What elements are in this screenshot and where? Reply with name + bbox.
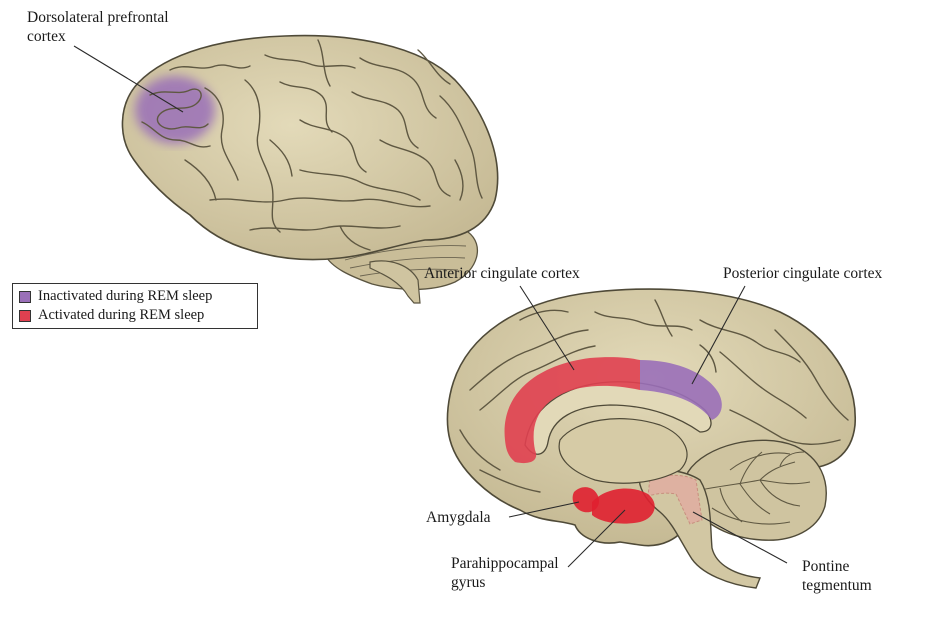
leader-dlpfc (73, 45, 184, 113)
label-dlpfc-line2: cortex (27, 28, 66, 45)
label-amygdala: Amygdala (426, 509, 491, 526)
pcc-region (640, 360, 722, 420)
label-pcc: Posterior cingulate cortex (723, 265, 883, 282)
parahippocampal-region (592, 488, 655, 524)
leader-pontine (692, 511, 788, 564)
legend-swatch-activated (19, 309, 31, 322)
dlpfc-region (135, 76, 215, 144)
arbor-vitae (699, 451, 811, 525)
medial-brainstem (638, 468, 761, 589)
legend: Inactivated during REM sleep Activated d… (12, 283, 258, 329)
legend-label-inactivated: Inactivated during REM sleep (38, 288, 213, 304)
legend-label-activated: Activated during REM sleep (38, 307, 205, 323)
lateral-brain (121, 34, 499, 304)
lateral-cerebrum (121, 34, 499, 261)
leader-parahippo (567, 509, 626, 568)
acc-region (504, 357, 640, 464)
lateral-brainstem (369, 260, 421, 304)
legend-item-inactivated: Inactivated during REM sleep (19, 287, 251, 306)
label-pontine: Pontine (802, 558, 850, 575)
leader-acc (519, 285, 575, 371)
label-acc: Anterior cingulate cortex (424, 265, 580, 282)
leader-pcc (691, 285, 746, 385)
thalamus (558, 418, 688, 484)
leader-amygdala (508, 501, 580, 518)
medial-brain (446, 288, 856, 589)
leader-lines (73, 45, 788, 568)
medial-sulci (459, 299, 849, 493)
label-pontine-line2: tegmentum (802, 577, 872, 594)
legend-item-activated: Activated during REM sleep (19, 306, 251, 325)
lateral-sulci (141, 39, 483, 251)
pontine-region (647, 474, 703, 525)
cerebellum-folia (344, 245, 467, 277)
legend-swatch-inactivated (19, 290, 31, 303)
label-dlpfc: Dorsolateral prefrontal (27, 9, 169, 26)
label-parahippocampal-line2: gyrus (451, 574, 486, 591)
label-parahippocampal: Parahippocampal (451, 555, 559, 572)
